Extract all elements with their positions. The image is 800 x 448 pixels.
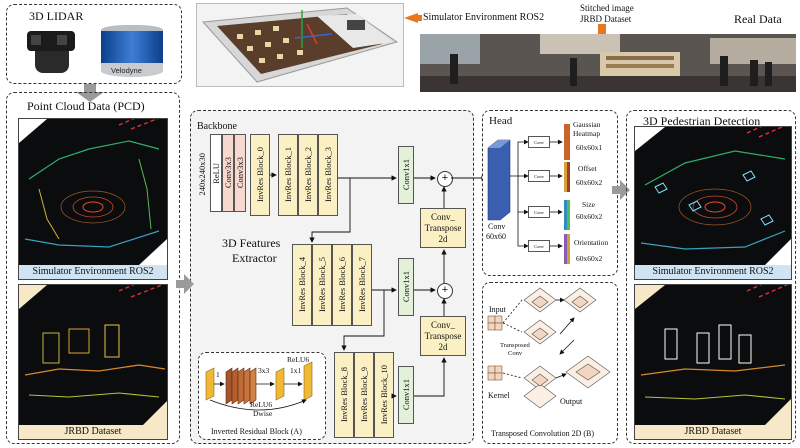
head-mini-conv-3: Conv [528, 206, 550, 218]
detection-panel: 3D Pedestrian Detection [626, 110, 796, 444]
stem-relu: ReLU [210, 134, 222, 212]
invres-relu6-mid: ReLU6 [250, 400, 273, 409]
invres-n1: 1 [216, 370, 220, 379]
invres-relu6-top: ReLU6 [287, 355, 310, 364]
head-output-3-dims: 60x60x2 [576, 254, 603, 263]
head-output-1-dims: 60x60x2 [576, 178, 603, 187]
head-output-0-dims: 60x60x1 [576, 143, 603, 152]
invres-block-3: InvRes Block_3 [318, 134, 338, 216]
pcd-title: Point Cloud Data (PCD) [27, 99, 145, 113]
invres-k33: 3x3 [258, 366, 270, 375]
pcd-jrbd-image: JRBD Dataset [18, 284, 168, 440]
invres-block-0: InvRes Block_0 [250, 134, 270, 216]
stitched-label-line1: Stitched image [580, 3, 634, 13]
invres-dwise: Dwise [253, 409, 273, 418]
pcd-panel: Point Cloud Data (PCD) [6, 92, 180, 444]
stitched-label-line2: JRBD Dataset [580, 14, 632, 24]
detection-title: 3D Pedestrian Detection [643, 114, 761, 128]
velodyne-logo: Velodyne [111, 66, 142, 75]
conv1x1-row2: Conv1x1 [398, 258, 414, 316]
lidar-panel: 3D LIDAR Velodyne [6, 4, 182, 84]
detection-sim-label: Simulator Environment ROS2 [635, 265, 791, 279]
head-output-2-name: Size [582, 200, 595, 209]
backbone-title: Backbone [197, 121, 237, 132]
tconv-caption: Transposed Convolution 2D (B) [491, 429, 595, 438]
head-conv-dims: 60x60 [486, 232, 506, 241]
head-mini-conv-2: Conv [528, 170, 550, 182]
input-dims: 240x240x30 [197, 152, 207, 196]
pcd-simulator-image: Simulator Environment ROS2 [18, 118, 168, 280]
tconv-op-line2: Conv [508, 350, 523, 357]
head-conv-label: Conv [488, 222, 506, 231]
tconv-input-label: Input [489, 305, 506, 314]
head-mini-conv-1: Conv [528, 136, 550, 148]
tconv-output-label: Output [560, 397, 583, 406]
invres-k11: 1x1 [290, 366, 302, 375]
invres-block-4: InvRes Block_4 [292, 244, 312, 326]
invres-caption: Inverted Residual Block (A) [211, 427, 302, 436]
real-stitched-image [420, 34, 796, 92]
invres-block-1: InvRes Block_1 [278, 134, 298, 216]
head-output-1-name: Offset [578, 164, 597, 173]
extractor-label-line2: Extractor [232, 251, 277, 265]
simulator-top-label: Simulator Environment ROS2 [423, 12, 545, 23]
invres-block-6: InvRes Block_6 [332, 244, 352, 326]
invres-block-9: InvRes Block_9 [354, 352, 374, 438]
conv-transpose-lower: Conv_ Transpose 2d [420, 316, 466, 356]
detection-jrbd-label: JRBD Dataset [635, 425, 791, 439]
real-data-title: Real Data [734, 12, 782, 26]
head-mini-conv-4: Conv [528, 240, 550, 252]
lidar-title: 3D LIDAR [29, 9, 84, 23]
invres-block-5: InvRes Block_5 [312, 244, 332, 326]
conv-transpose-upper: Conv_ Transpose 2d [420, 208, 466, 248]
stem-conv3x3-b: Conv3x3 [234, 134, 246, 212]
pcd-sim-label: Simulator Environment ROS2 [19, 265, 167, 279]
conv1x1-row3: Conv1x1 [398, 366, 414, 424]
detection-sim-image: Simulator Environment ROS2 [634, 126, 792, 280]
stem-conv3x3-a: Conv3x3 [222, 134, 234, 212]
tconv-op-line1: Transposed [500, 342, 530, 349]
pcd-jrbd-label: JRBD Dataset [19, 425, 167, 439]
head-output-2-dims: 60x60x2 [576, 212, 603, 221]
head-output-0-name: Gaussian Heatmap [573, 120, 601, 138]
lidar-sensor-black [21, 27, 83, 79]
conv1x1-row1: Conv1x1 [398, 146, 414, 204]
tconv-kernel-label: Kernel [488, 391, 510, 400]
extractor-label-line1: 3D Features [222, 236, 281, 250]
invres-block-10: InvRes Block_10 [374, 352, 394, 438]
add-node-lower: + [437, 283, 453, 299]
lidar-sensor-velodyne: Velodyne [97, 23, 167, 81]
simulator-environment-image [196, 3, 404, 87]
detection-jrbd-image: JRBD Dataset [634, 284, 792, 440]
head-output-3-name: Orientation [574, 238, 609, 247]
add-node-upper: + [437, 171, 453, 187]
invres-block-2: InvRes Block_2 [298, 134, 318, 216]
head-title: Head [489, 115, 513, 127]
invres-block-7: InvRes Block_7 [352, 244, 372, 326]
invres-block-8: InvRes Block_8 [334, 352, 354, 438]
